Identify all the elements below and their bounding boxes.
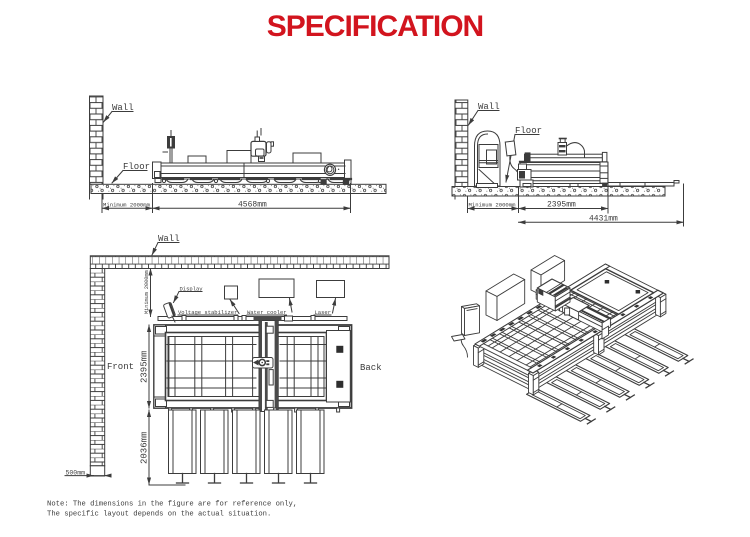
svg-text:Laser: Laser xyxy=(315,309,332,316)
svg-text:2395mm: 2395mm xyxy=(547,201,576,210)
svg-text:Floor: Floor xyxy=(123,162,150,172)
svg-text:Wall: Wall xyxy=(158,234,180,244)
svg-text:4431mm: 4431mm xyxy=(589,214,618,223)
svg-text:Front: Front xyxy=(107,362,134,372)
svg-text:2395mm: 2395mm xyxy=(140,351,150,383)
svg-text:Wall: Wall xyxy=(112,103,134,113)
svg-text:Wall: Wall xyxy=(478,102,500,112)
svg-text:Minimum 2000mm: Minimum 2000mm xyxy=(103,201,151,208)
svg-text:Note: The dimensions in the fi: Note: The dimensions in the figure are f… xyxy=(47,501,297,509)
svg-text:500mm: 500mm xyxy=(66,469,86,476)
svg-text:Minimum 2000mm: Minimum 2000mm xyxy=(469,202,517,209)
svg-text:Display: Display xyxy=(180,286,204,293)
svg-text:The specific layout depends on: The specific layout depends on the actua… xyxy=(47,511,271,519)
svg-text:Floor: Floor xyxy=(515,126,542,136)
svg-text:2036mm: 2036mm xyxy=(140,432,150,464)
svg-text:4568mm: 4568mm xyxy=(238,201,267,210)
svg-text:Back: Back xyxy=(360,363,382,373)
svg-text:Water cooler: Water cooler xyxy=(247,309,287,316)
svg-text:Voltage stabilizer: Voltage stabilizer xyxy=(178,309,237,316)
svg-text:Minimum 2000mm: Minimum 2000mm xyxy=(144,270,150,314)
